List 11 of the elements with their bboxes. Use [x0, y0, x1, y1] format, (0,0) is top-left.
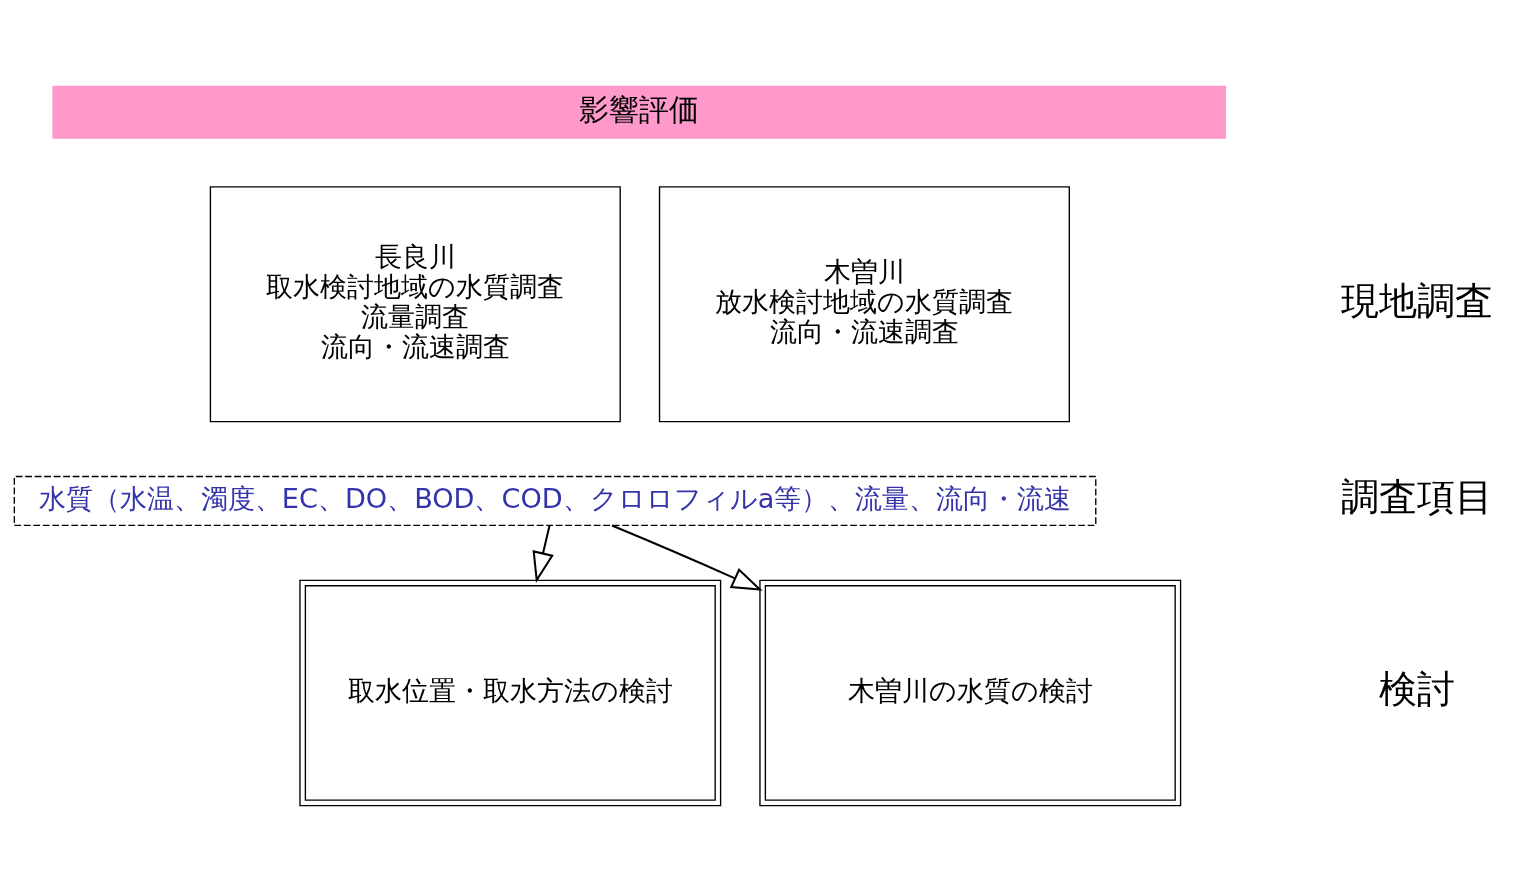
label: 検討 — [1378, 667, 1455, 712]
arrow — [611, 524, 763, 591]
label: 現地調査 — [1340, 278, 1493, 323]
label: 調査項目 — [1340, 475, 1493, 520]
node-box: 木曽川 放水検討地域の水質調査 流向・流速調査 — [658, 186, 1070, 423]
arrow — [532, 525, 554, 583]
node-box: 木曽川の水質の検討 — [759, 579, 1182, 807]
node-box: 取水位置・取水方法の検討 — [299, 579, 722, 807]
node-box: 水質（水温、濁度、EC、DO、BOD、COD、クロロフィルa等）、流量、流向・流速 — [13, 475, 1097, 527]
node-box: 影響評価 — [52, 85, 1227, 139]
node-box: 長良川 取水検討地域の水質調査 流量調査 流向・流速調査 — [209, 186, 621, 423]
